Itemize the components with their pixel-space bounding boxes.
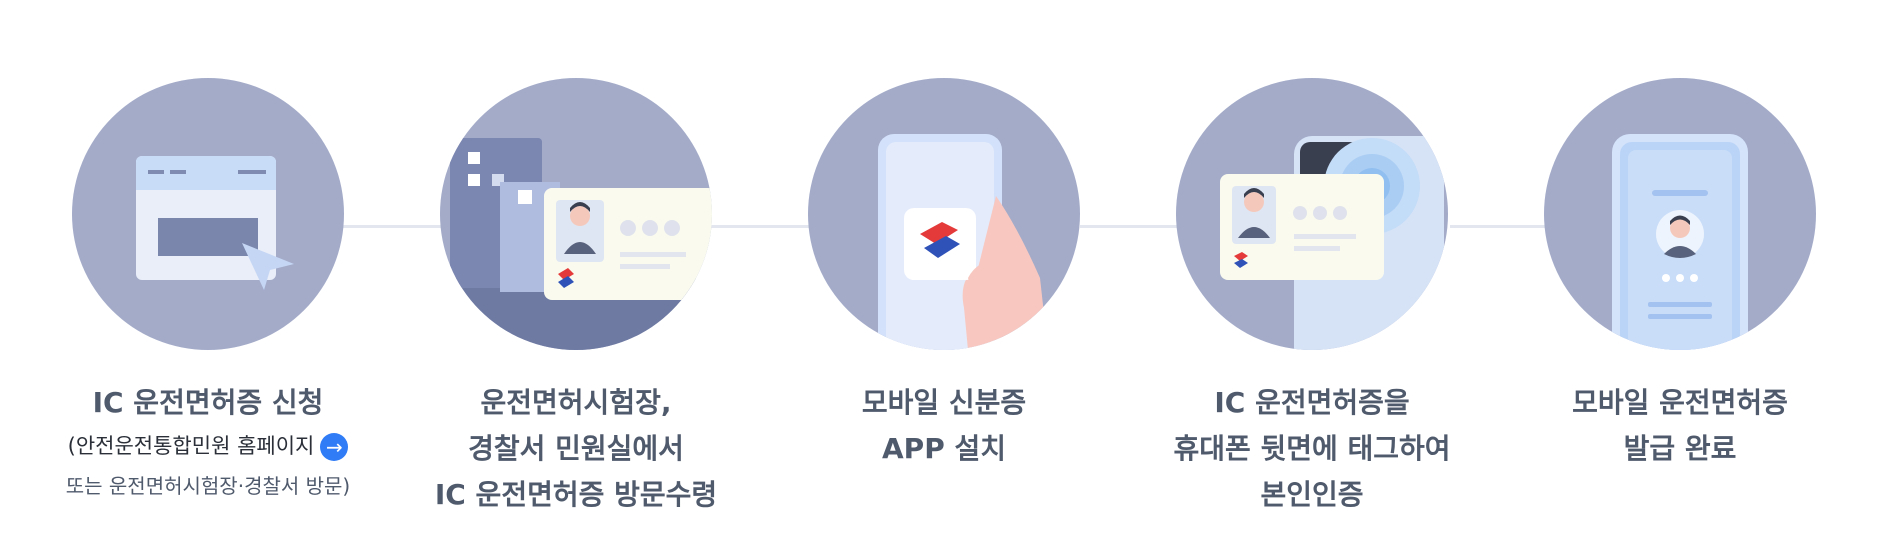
- step-4-line-2: 휴대폰 뒷면에 태그하여: [1173, 432, 1451, 465]
- step-connector: [340, 225, 450, 228]
- app-install-phone-icon: [808, 78, 1080, 350]
- nfc-tag-phone-icon: [1176, 78, 1448, 350]
- step-5-line-1: 모바일 운전면허증: [1572, 386, 1788, 419]
- step-5-complete: [1544, 78, 1816, 350]
- step-3-install: [808, 78, 1080, 350]
- step-2-caption: 운전면허시험장, 경찰서 민원실에서 IC 운전면허증 방문수령: [396, 380, 756, 518]
- step-5-caption: 모바일 운전면허증 발급 완료: [1500, 380, 1860, 472]
- step-4-line-1: IC 운전면허증을: [1214, 386, 1410, 419]
- police-station-id-card-icon: [440, 78, 712, 350]
- step-5-line-2: 발급 완료: [1623, 432, 1737, 465]
- step-connector: [1450, 225, 1560, 228]
- step-1-sub-line-1: (안전운전통합민원 홈페이지→: [28, 426, 388, 466]
- step-3-line-2: APP 설치: [882, 432, 1006, 465]
- step-2-line-1: 운전면허시험장,: [480, 386, 672, 419]
- step-1-apply: [72, 78, 344, 350]
- step-connector: [1080, 225, 1190, 228]
- step-connector: [710, 225, 820, 228]
- step-4-caption: IC 운전면허증을 휴대폰 뒷면에 태그하여 본인인증: [1132, 380, 1492, 518]
- step-1-title: IC 운전면허증 신청: [92, 386, 324, 419]
- step-4-line-3: 본인인증: [1260, 478, 1364, 511]
- homepage-link-text[interactable]: (안전운전통합민원 홈페이지: [67, 434, 315, 458]
- step-4-nfc: [1176, 78, 1448, 350]
- step-2-line-2: 경찰서 민원실에서: [468, 432, 684, 465]
- step-3-line-1: 모바일 신분증: [861, 386, 1027, 419]
- step-2-pickup: [440, 78, 712, 350]
- step-2-line-3: IC 운전면허증 방문수령: [434, 478, 718, 511]
- step-1-sub-line-2: 또는 운전면허시험장·경찰서 방문): [65, 474, 351, 498]
- mobile-license-icon: [1544, 78, 1816, 350]
- arrow-right-icon[interactable]: →: [320, 433, 349, 461]
- browser-window-icon: [72, 78, 344, 350]
- step-3-caption: 모바일 신분증 APP 설치: [764, 380, 1124, 472]
- step-1-caption: IC 운전면허증 신청 (안전운전통합민원 홈페이지→ 또는 운전면허시험장·경…: [28, 380, 388, 506]
